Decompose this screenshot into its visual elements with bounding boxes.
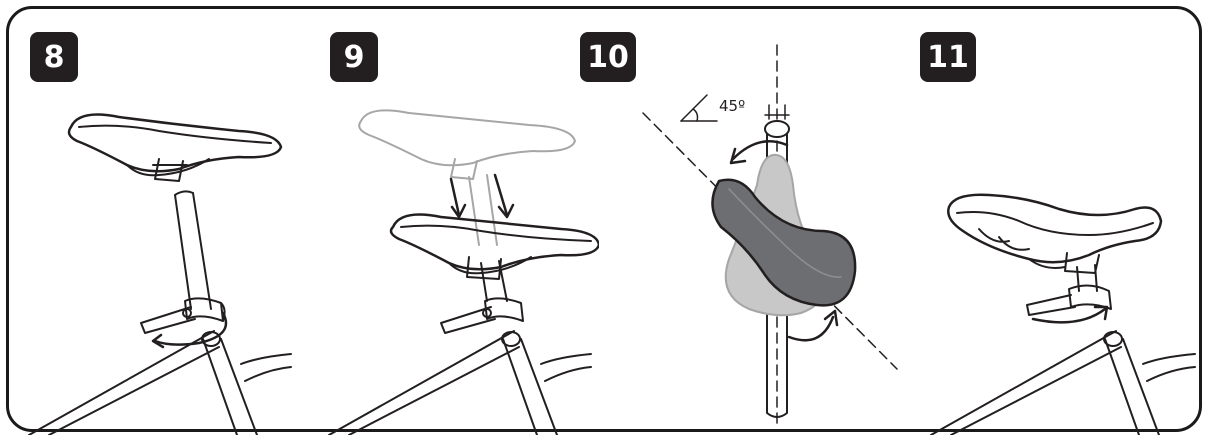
- step-8-panel: 8: [9, 9, 299, 435]
- step-11-badge: 11: [920, 32, 976, 82]
- step-11-illustration: [930, 193, 1196, 435]
- step-9-badge: 9: [330, 32, 378, 82]
- step-10-panel: 10 45º: [569, 9, 909, 435]
- step-11-panel: 11: [909, 9, 1199, 435]
- step-9-panel: 9: [309, 9, 599, 435]
- angle-symbol: [680, 94, 718, 122]
- step-10-illustration: [642, 44, 898, 430]
- step-8-illustration: [28, 113, 292, 435]
- seat-tube-line: [220, 338, 258, 435]
- angle-label: 45º: [719, 97, 746, 115]
- step-10-badge: 10: [580, 32, 636, 82]
- step-9-illustration: [328, 109, 599, 435]
- step-8-badge: 8: [30, 32, 78, 82]
- instruction-frame: 8: [6, 6, 1202, 435]
